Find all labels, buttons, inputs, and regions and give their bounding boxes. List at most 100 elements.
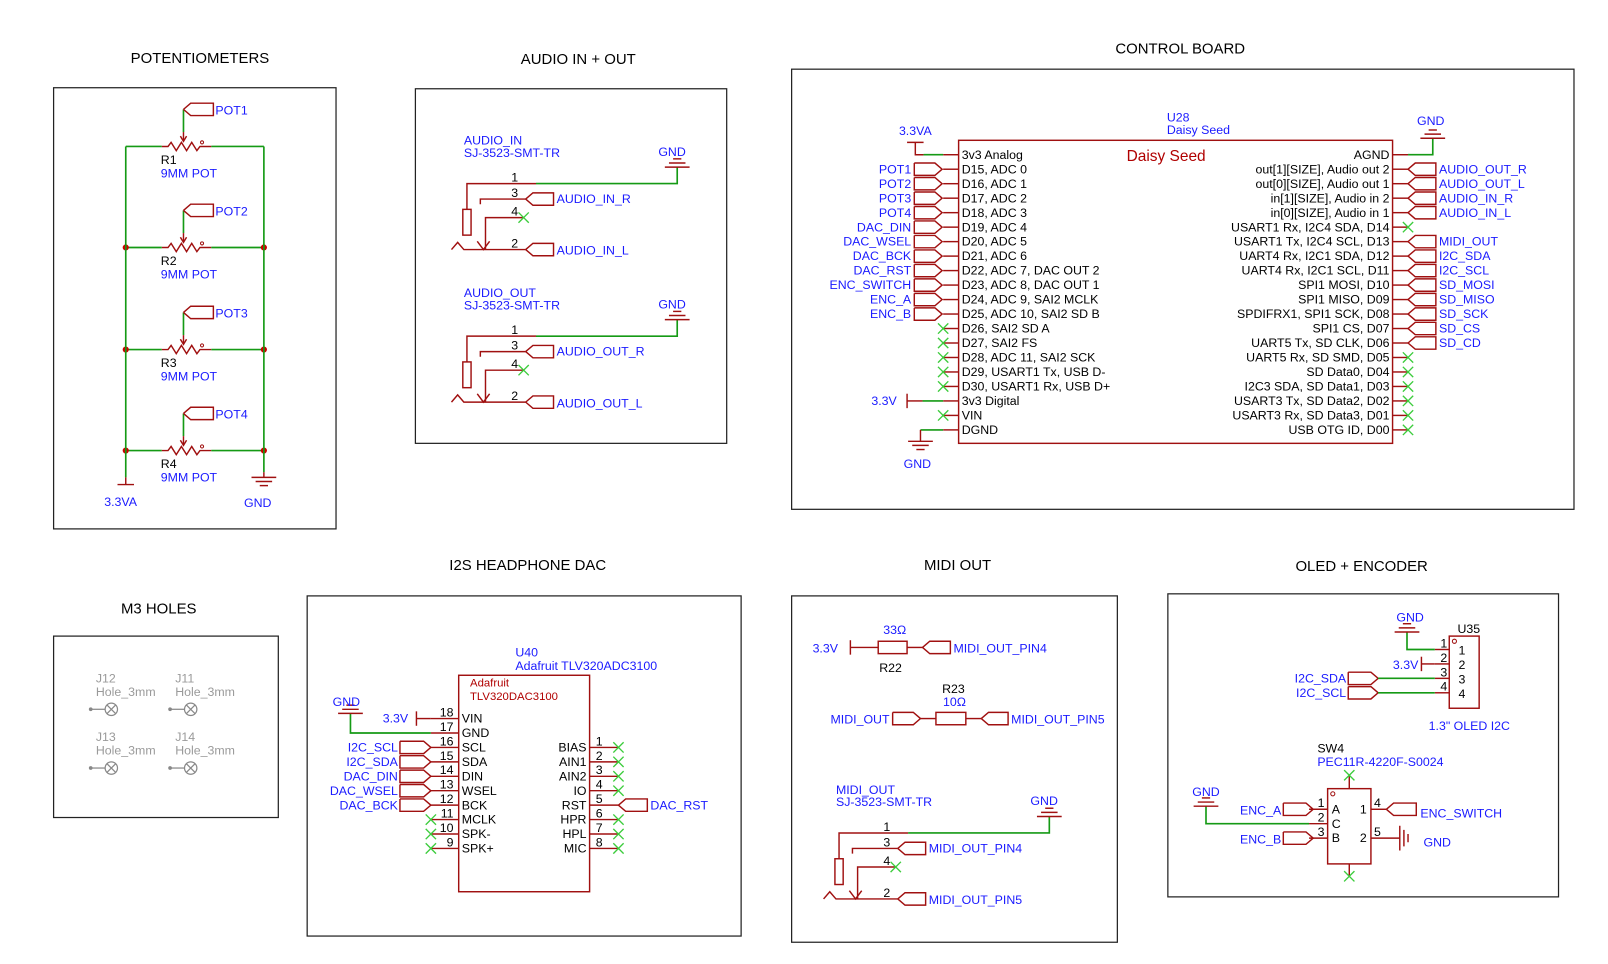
wire xyxy=(484,369,524,403)
pin-name: D17, ADC 2 xyxy=(962,191,1027,205)
net-label-flag xyxy=(1407,278,1437,292)
pin-name: IO xyxy=(573,784,586,798)
supply-label: 3.3V xyxy=(383,712,409,726)
net-label-flag xyxy=(617,798,649,813)
net-label-flag xyxy=(1407,263,1437,278)
pin-name: D28, ADC 11, SAI2 SCK xyxy=(962,351,1096,365)
pin-left: D30, USART1 Rx, USB D+ xyxy=(937,380,1110,394)
net-label-flag xyxy=(1407,336,1437,350)
hole-icon xyxy=(183,702,198,717)
wiper-arrow-icon xyxy=(179,135,188,143)
net-label: ENC_B xyxy=(1240,832,1281,846)
ref-designator: SW4 xyxy=(1317,742,1344,756)
pin-left: VIN xyxy=(937,409,982,423)
pin-name: D24, ADC 9, SAI2 MCLK xyxy=(962,293,1099,307)
pin-number: 7 xyxy=(596,821,603,835)
pin-number: 2 xyxy=(1440,651,1447,665)
no-connect-stroke xyxy=(937,380,949,393)
ground-label: GND xyxy=(658,297,686,311)
net-label-flag xyxy=(1407,249,1437,264)
pin-name: D21, ADC 6 xyxy=(962,249,1027,263)
net-label: SD_MISO xyxy=(1439,293,1495,307)
ground-label: GND xyxy=(1192,785,1220,799)
net-label-flag xyxy=(913,234,944,249)
net-label-flag xyxy=(399,783,432,798)
pin-name: D25, ADC 10, SAI2 SD B xyxy=(962,307,1100,321)
part-value: Hole_3mm xyxy=(175,744,235,758)
net-label: POT3 xyxy=(879,191,911,205)
pin-number: 1 xyxy=(1440,636,1447,650)
net-label: DAC_RST xyxy=(854,264,912,278)
ref-designator: R4 xyxy=(161,457,177,471)
pin-name: UART4 Rx, I2C1 SDA, D12 xyxy=(1239,249,1389,263)
no-connect-stroke xyxy=(890,861,902,873)
body-label: Adafruit xyxy=(470,678,510,690)
net-label: MIDI_OUT_PIN5 xyxy=(1011,713,1105,727)
jack-part: SJ-3523-SMT-TR xyxy=(836,795,932,809)
pin-name: 3v3 Digital xyxy=(962,394,1020,408)
pin-left: DGND xyxy=(943,423,998,437)
pin-name: SPDIFRX1, SPI1 SCK, D08 xyxy=(1237,307,1390,321)
ref-designator: R23 xyxy=(942,682,965,696)
wire xyxy=(450,241,526,251)
wire xyxy=(914,142,924,156)
oled-connector-body xyxy=(1448,635,1480,709)
pin-number: 2 xyxy=(511,389,518,403)
resistor-zigzag-icon xyxy=(161,445,212,457)
part-value: Hole_3mm xyxy=(175,685,235,699)
pin-number: 3 xyxy=(596,763,603,777)
net-label-flag xyxy=(1407,292,1437,307)
wire xyxy=(536,167,679,185)
net-label-flag xyxy=(913,162,944,177)
pin-name: DIN xyxy=(462,769,483,783)
pin-number: 4 xyxy=(1374,796,1381,810)
pin-name: SPK- xyxy=(462,827,491,841)
ref-designator: U35 xyxy=(1458,622,1481,636)
ground-label: GND xyxy=(244,496,272,510)
no-connect-stroke xyxy=(612,813,625,826)
pin-name: HPR xyxy=(560,813,586,827)
pin-number: 8 xyxy=(596,835,603,849)
no-connect-stroke xyxy=(612,770,625,782)
pin1-marker xyxy=(1451,638,1457,644)
pin-name: UART4 Rx, I2C1 SCL, D11 xyxy=(1242,264,1390,278)
resistor-zigzag-icon xyxy=(161,242,212,253)
net-label-flag xyxy=(525,242,555,257)
net-label: SD_MOSI xyxy=(1439,278,1495,292)
net-label-flag xyxy=(525,192,555,206)
ground-label: GND xyxy=(1423,835,1451,849)
part-value: 10Ω xyxy=(943,695,966,709)
pin-number: 1 xyxy=(1318,796,1325,810)
no-connect-icon xyxy=(1343,769,1355,781)
pin-left: D26, SAI2 SD A xyxy=(937,322,1050,336)
net-label: SD_SCK xyxy=(1439,307,1489,321)
no-connect-icon xyxy=(1402,380,1414,393)
oled-encoder-frame xyxy=(1167,593,1560,898)
pin-name: SDA xyxy=(462,755,488,769)
pin-name: AGND xyxy=(1354,148,1390,162)
section-title-oled: OLED + ENCODER xyxy=(1295,558,1428,575)
section-title-midi: MIDI OUT xyxy=(924,557,991,574)
net-label: AUDIO_OUT_R xyxy=(557,345,645,359)
no-connect-icon xyxy=(937,366,949,378)
no-connect-icon xyxy=(425,828,437,840)
net-label: MIDI_OUT xyxy=(830,713,890,727)
net-label: POT2 xyxy=(215,205,247,219)
wiper-arrow-icon xyxy=(179,338,188,346)
